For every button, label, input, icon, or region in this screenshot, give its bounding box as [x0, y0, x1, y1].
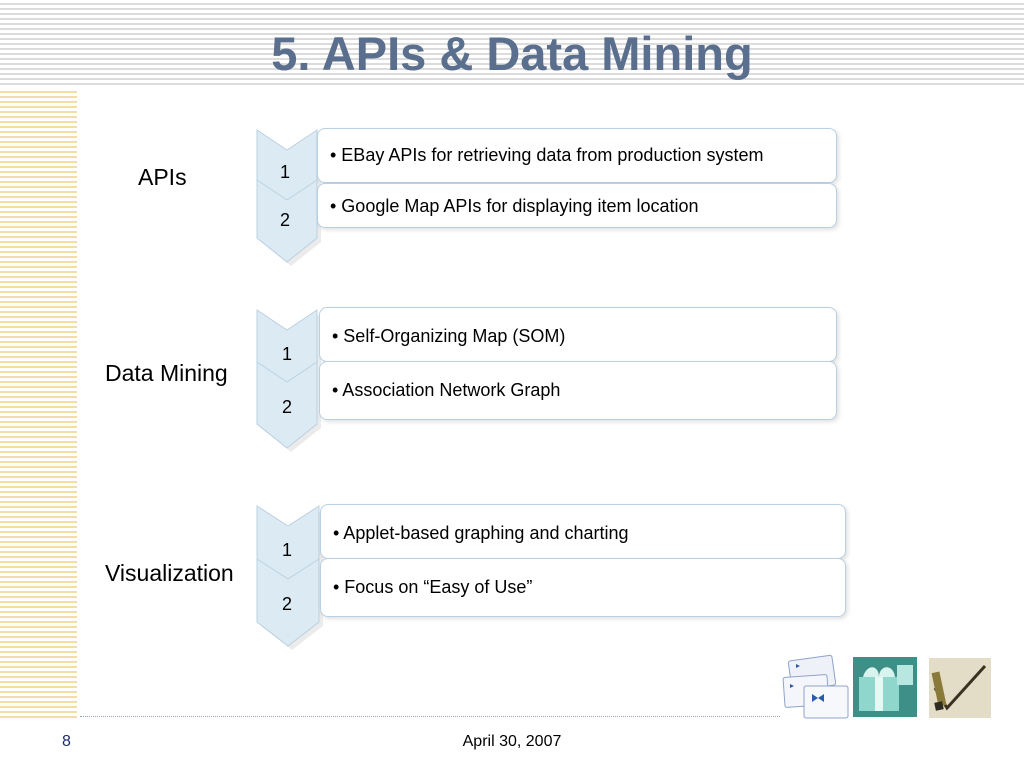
section-label-data-mining: Data Mining [105, 360, 228, 386]
item-box: • Self-Organizing Map (SOM) [319, 307, 837, 362]
left-stripes [0, 88, 77, 718]
step-number-2: 2 [281, 397, 292, 417]
step-number-1: 1 [279, 162, 290, 182]
section-label-apis: APIs [138, 164, 187, 190]
item-text: • Google Map APIs for displaying item lo… [330, 196, 699, 216]
teal-gift-box-image [853, 657, 917, 717]
chevron-icon [256, 309, 321, 452]
header-stripes [0, 0, 1024, 88]
step-number-2: 2 [279, 210, 290, 230]
chevron-icon [256, 129, 321, 266]
gift-cards-image [782, 654, 849, 719]
item-box: • Google Map APIs for displaying item lo… [317, 183, 837, 228]
step-number-2: 2 [281, 594, 292, 614]
chevron-icon [256, 505, 323, 650]
item-box: • Focus on “Easy of Use” [320, 558, 846, 617]
slide-title: 5. APIs & Data Mining [271, 27, 753, 80]
item-text: • Association Network Graph [332, 380, 561, 400]
section-label-visualization: Visualization [105, 560, 234, 586]
step-number-1: 1 [281, 540, 292, 560]
item-text: • Applet-based graphing and charting [333, 523, 629, 543]
page-number: 8 [62, 733, 71, 750]
item-text: • Focus on “Easy of Use” [333, 577, 533, 597]
item-text: • Self-Organizing Map (SOM) [332, 326, 566, 346]
item-box: • EBay APIs for retrieving data from pro… [317, 128, 837, 183]
pen-checkmark-image [929, 658, 991, 718]
item-box: • Association Network Graph [319, 361, 837, 420]
item-text: • EBay APIs for retrieving data from pro… [330, 145, 764, 165]
item-box: • Applet-based graphing and charting [320, 504, 846, 559]
step-number-1: 1 [281, 344, 292, 364]
footer-divider [80, 716, 780, 717]
footer-date: April 30, 2007 [462, 733, 562, 750]
